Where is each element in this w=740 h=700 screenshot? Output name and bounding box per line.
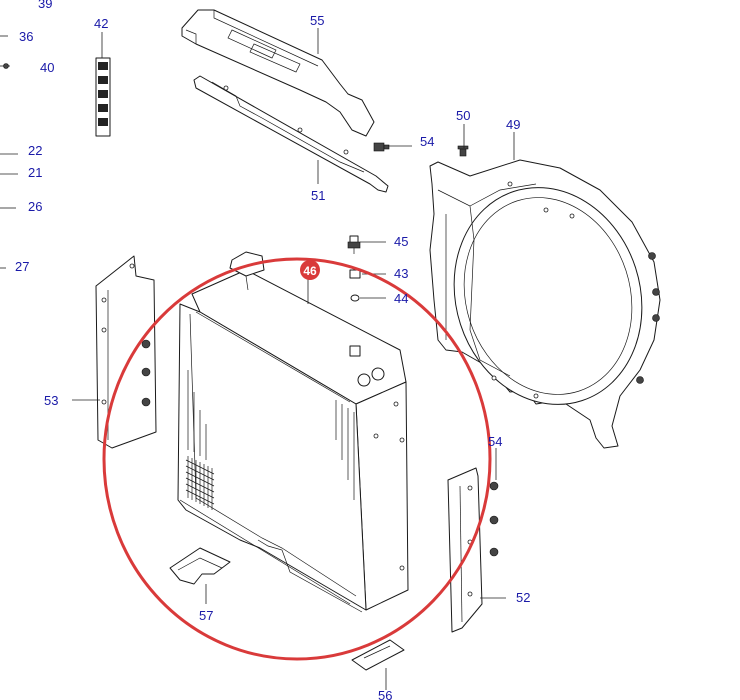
callout-50: 50 — [456, 108, 470, 123]
callout-44: 44 — [394, 291, 408, 306]
callout-53: 53 — [44, 393, 58, 408]
callout-49: 49 — [506, 117, 520, 132]
part-51-bracket-rail — [193, 75, 389, 193]
part-44-o-ring — [350, 294, 360, 302]
radiator-fins — [185, 370, 355, 510]
callout-46: 46 — [303, 264, 317, 278]
part-42-warning-label — [95, 57, 111, 137]
callout-21: 21 — [28, 165, 42, 180]
part-52-right-bracket — [447, 467, 499, 633]
callout-57: 57 — [199, 608, 213, 623]
leader-lines — [0, 28, 515, 690]
callout-42: 42 — [94, 16, 108, 31]
part-49-fan-shroud — [429, 159, 661, 449]
part-57-mount-clip — [169, 547, 231, 585]
callout-54-upper: 54 — [420, 134, 434, 149]
part-56-bottom-bracket — [351, 639, 405, 671]
callout-36: 36 — [19, 29, 33, 44]
callout-55: 55 — [310, 13, 324, 28]
callout-56: 56 — [378, 688, 392, 700]
callout-22: 22 — [28, 143, 42, 158]
callout-26: 26 — [28, 199, 42, 214]
callout-46-badge: 46 — [300, 260, 320, 280]
callout-51: 51 — [311, 188, 325, 203]
highlight-circle — [102, 257, 492, 661]
callout-43: 43 — [394, 266, 408, 281]
part-55-shroud-cover — [181, 9, 375, 137]
callout-27: 27 — [15, 259, 29, 274]
part-50-bolt — [457, 145, 469, 157]
callout-52: 52 — [516, 590, 530, 605]
part-54-bolt-upper — [373, 142, 390, 152]
part-45-sensor — [347, 235, 361, 254]
part-46-radiator — [177, 251, 409, 613]
callout-45: 45 — [394, 234, 408, 249]
part-43-plug — [349, 269, 361, 279]
callout-54-lower: 54 — [488, 434, 502, 449]
callout-labels: 39 36 40 42 22 21 26 27 55 51 54 50 49 4… — [15, 0, 530, 700]
callout-39: 39 — [38, 0, 52, 11]
callout-40: 40 — [40, 60, 54, 75]
part-53-left-bracket — [95, 255, 157, 449]
